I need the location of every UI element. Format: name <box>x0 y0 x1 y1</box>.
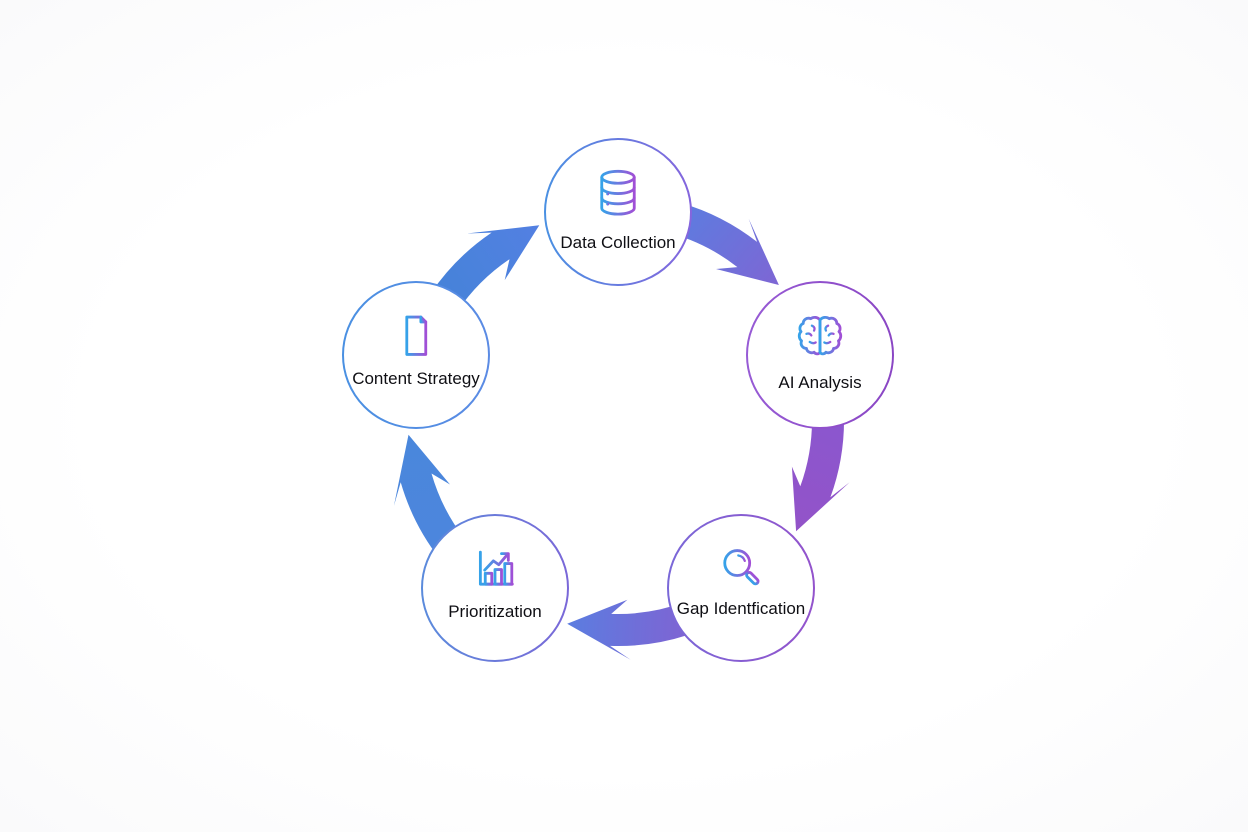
arrow-prioritization-to-content <box>393 434 466 560</box>
arrow-ai-to-gap <box>791 412 850 532</box>
bar-chart-icon <box>478 550 514 586</box>
database-icon <box>600 169 636 216</box>
node-circle <box>667 514 815 662</box>
node-prioritization: Prioritization <box>421 514 569 662</box>
arrow-data-to-ai <box>671 202 779 285</box>
node-gap-identification: Gap Identfication <box>667 514 815 662</box>
node-label-ai-analysis: AI Analysis <box>778 373 861 392</box>
node-data-collection: Data Collection <box>544 138 692 286</box>
brain-icon <box>797 315 843 356</box>
flow-arrows <box>393 202 850 660</box>
node-circle <box>544 138 692 286</box>
node-content-strategy: Content Strategy <box>342 281 490 429</box>
node-label-gap-identification: Gap Identfication <box>677 599 806 618</box>
node-label-content-strategy: Content Strategy <box>352 369 480 388</box>
document-icon <box>405 315 428 356</box>
node-circle <box>746 281 894 429</box>
node-circle <box>421 514 569 662</box>
arrow-content-to-data <box>430 225 540 312</box>
magnifier-icon <box>723 549 760 586</box>
node-ai-analysis: AI Analysis <box>746 281 894 429</box>
arrow-gap-to-prioritization <box>567 599 696 660</box>
node-label-prioritization: Prioritization <box>448 602 542 621</box>
node-label-data-collection: Data Collection <box>560 233 675 252</box>
